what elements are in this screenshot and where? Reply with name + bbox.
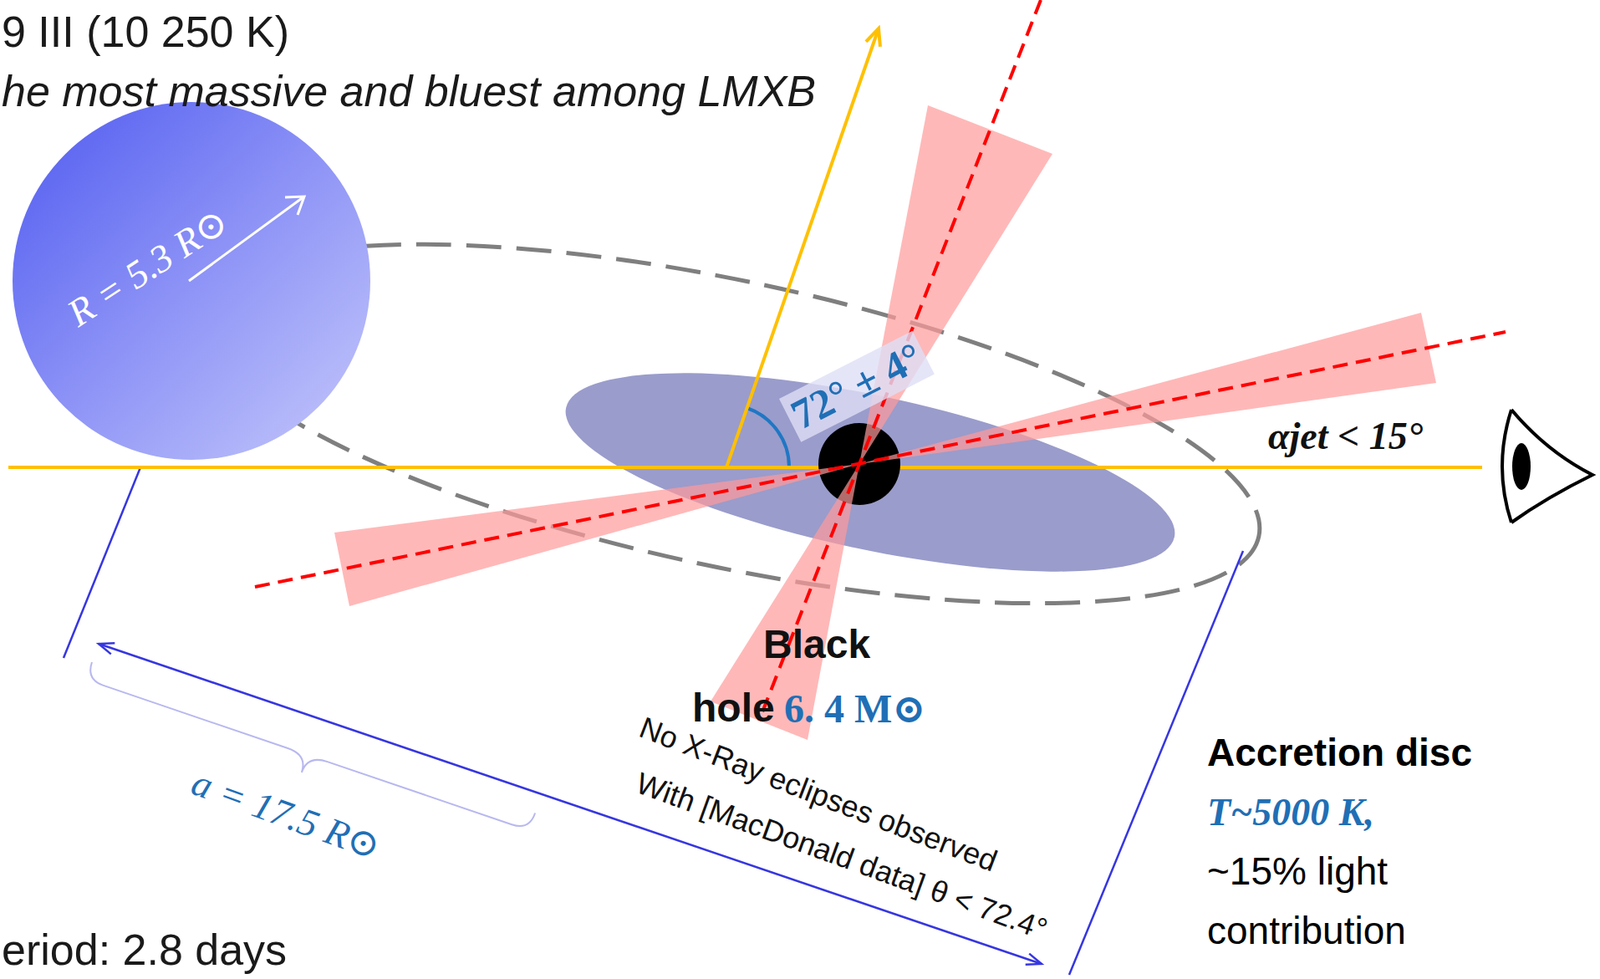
disc-temperature: T~5000 K,: [1207, 782, 1375, 842]
angle-arc: [747, 407, 790, 468]
jet-angle: αjet < 15°: [1268, 414, 1423, 459]
star-type: 9 III (10 250 K): [1, 7, 290, 58]
star-circle: R = 5.3 R⊙: [12, 101, 371, 460]
star-note: he most massive and bluest among LMXB: [1, 66, 816, 118]
dimension-arrow: [98, 643, 1042, 964]
eye-icon: [1502, 409, 1593, 523]
jet-cone: [859, 312, 1437, 464]
black-hole-mass: 6. 4 M⊙: [784, 677, 927, 741]
disc-title: Accretion disc: [1207, 723, 1473, 783]
disc-light-fraction: ~15% light contribution: [1207, 841, 1542, 961]
dimension-extension: [63, 467, 141, 658]
separation-label: a = 17.5 R⊙: [185, 760, 387, 870]
jet-cone: [859, 105, 1053, 464]
jet-cone: [334, 463, 860, 607]
radius-arrow: [12, 101, 371, 460]
line-of-sight: [8, 465, 1483, 469]
radius-label: R = 5.3 R⊙: [60, 199, 236, 335]
period-label: eriod: 2.8 days: [1, 927, 287, 972]
